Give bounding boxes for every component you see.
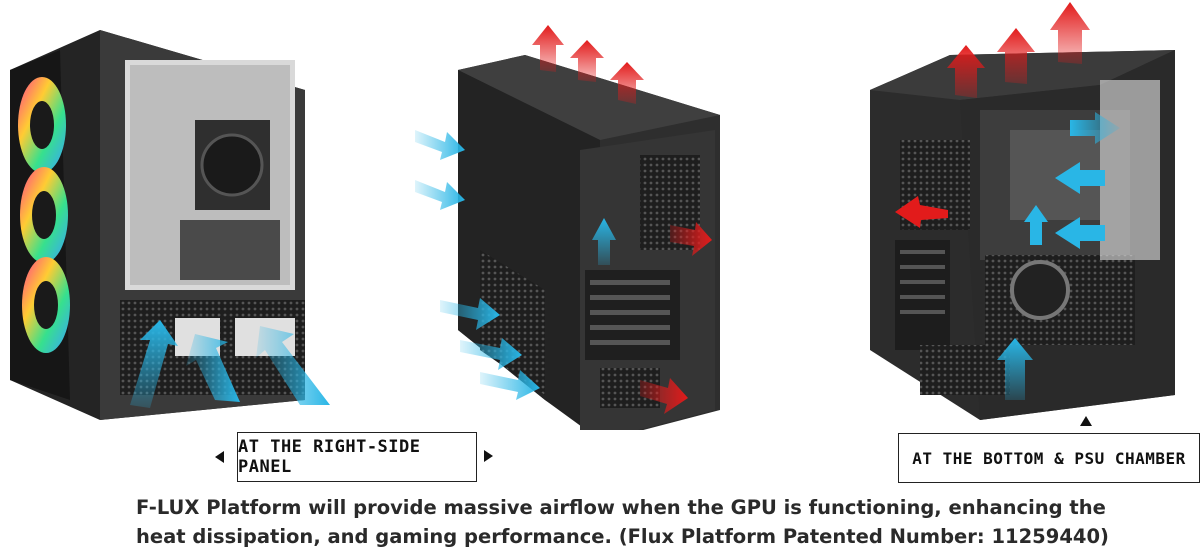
- product-illustration: [10, 2, 1175, 430]
- feature-caption: F-LUX Platform will provide massive airf…: [136, 493, 1116, 551]
- label-right-side-panel: AT THE RIGHT-SIDE PANEL: [237, 432, 477, 482]
- case-left-view: [10, 30, 330, 420]
- label-bottom-psu-chamber: AT THE BOTTOM & PSU CHAMBER: [898, 433, 1200, 483]
- case-right-view: [870, 2, 1175, 420]
- caption-line-1: F-LUX Platform will provide massive airf…: [136, 496, 1106, 519]
- triangle-left-icon: [215, 451, 224, 463]
- triangle-right-icon: [484, 450, 493, 462]
- case-middle-view: [415, 25, 720, 430]
- caption-line-2: heat dissipation, and gaming performance…: [136, 525, 1109, 548]
- triangle-up-icon: [1080, 416, 1092, 426]
